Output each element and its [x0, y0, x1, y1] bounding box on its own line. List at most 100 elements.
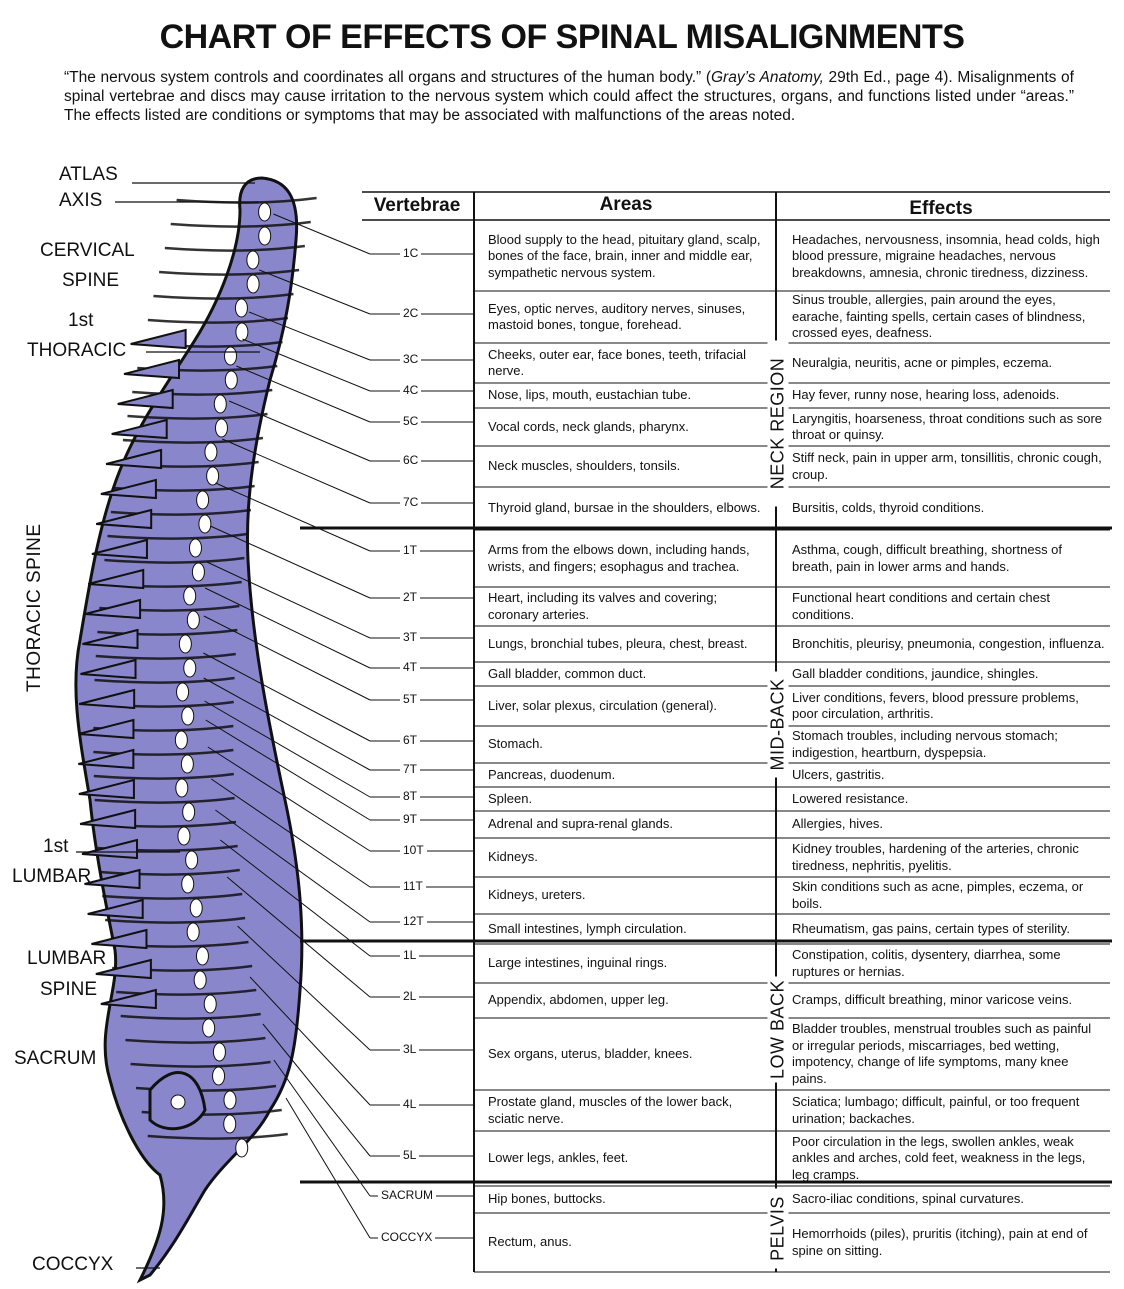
vertebra-disc: [183, 586, 197, 606]
vertebra-label: 12T: [400, 914, 427, 928]
effect-cell: Poor circulation in the legs, swollen an…: [792, 1133, 1086, 1182]
leader-line: [273, 1059, 371, 1197]
vertebra-label: 3L: [400, 1042, 420, 1056]
area-cell: Arms from the elbows down, including han…: [488, 542, 750, 574]
region-low-back: LOW BACK: [767, 976, 789, 1083]
effect-cell: Neuralgia, neuritis, acne or pimples, ec…: [792, 354, 1053, 370]
vertebra-disc: [223, 1090, 237, 1110]
vertebra-disc: [258, 226, 272, 246]
leader-line: [237, 925, 371, 1051]
vertebra-band: [110, 508, 252, 516]
vertebra-band: [120, 1012, 261, 1020]
leader-line: [226, 876, 371, 998]
vertebra-disc: [182, 802, 196, 822]
area-cell: Cheeks, outer ear, face bones, teeth, tr…: [488, 346, 746, 379]
vertebra-disc: [246, 250, 260, 270]
leader-line: [204, 587, 371, 669]
vertebra-label: 2C: [400, 306, 422, 320]
vertebra-label: 5T: [400, 692, 421, 706]
area-cell: Large intestines, inguinal rings.: [488, 955, 668, 970]
vertebra-disc: [198, 514, 212, 534]
vertebra-band: [164, 244, 306, 252]
header-areas: Areas: [599, 194, 653, 215]
spinous-process: [81, 838, 139, 860]
vertebra-label: 4C: [400, 383, 422, 397]
effect-cell: Kidney troubles, hardening of the arteri…: [792, 841, 1079, 873]
chart-title: CHART OF EFFECTS OF SPINAL MISALIGNMENTS: [159, 18, 965, 56]
leader-line: [228, 400, 371, 462]
vertebra-label: 2L: [400, 989, 420, 1003]
area-cell: Adrenal and supra-renal glands.: [488, 816, 674, 831]
label-sacrum: SACRUM: [14, 1048, 97, 1069]
vertebra-band: [105, 916, 246, 924]
leader-line: [248, 311, 371, 361]
label-1st-thoracic-num: 1st: [68, 310, 94, 331]
vertebra-disc: [258, 202, 272, 222]
leader-line: [210, 525, 371, 599]
spine-drawing: [74, 176, 317, 1284]
region-pelvis: PELVIS: [767, 1188, 789, 1269]
vertebra-disc: [235, 322, 249, 342]
effect-cell: Bladder troubles, menstrual troubles suc…: [792, 1021, 1092, 1086]
vertebra-band: [147, 1132, 288, 1140]
vertebra-disc: [180, 754, 194, 774]
spinous-process: [123, 358, 181, 380]
vertebra-label: 9T: [400, 812, 421, 826]
label-1st-thoracic: THORACIC: [27, 340, 127, 361]
vertebra-label: 1L: [400, 948, 420, 962]
vertebra-band: [94, 676, 235, 684]
area-cell: Spleen.: [488, 790, 533, 806]
table-grid: [300, 191, 1112, 1273]
spinous-process: [111, 418, 168, 440]
area-cell: Hip bones, buttocks.: [488, 1191, 606, 1206]
vertebra-disc: [176, 682, 190, 702]
area-cell: Kidneys.: [488, 849, 538, 864]
area-cell: Nose, lips, mouth, eustachian tube.: [488, 387, 692, 402]
spinous-process: [82, 628, 139, 650]
vertebra-label: 11T: [400, 879, 426, 893]
leader-line: [207, 746, 371, 852]
vertebra-disc: [185, 850, 199, 870]
vertebra-label: COCCYX: [378, 1230, 436, 1244]
spinous-process: [80, 658, 137, 680]
label-1st-lumbar: LUMBAR: [12, 866, 92, 887]
region-neck: NECK REGION: [767, 340, 789, 507]
vertebra-disc: [175, 778, 189, 798]
effect-cell: Bronchitis, pleurisy, pneumonia, congest…: [792, 635, 1105, 651]
vertebra-disc: [204, 442, 218, 462]
vertebra-band: [127, 412, 268, 420]
vertebra-label: 3T: [400, 630, 421, 644]
label-thoracic-spine: THORACIC SPINE: [24, 523, 45, 692]
label-axis: AXIS: [59, 190, 103, 211]
leader-line: [259, 269, 371, 315]
vertebra-label: 10T: [400, 843, 427, 857]
vertebra-label: 3C: [400, 352, 422, 366]
leader-line: [219, 839, 371, 957]
vertebra-disc: [195, 946, 209, 966]
nerve-leader-lines: [76, 182, 474, 1269]
header-effects: Effects: [909, 198, 973, 219]
spinous-process: [87, 568, 145, 590]
label-coccyx: COCCYX: [32, 1254, 114, 1275]
effect-cell: Headaches, nervousness, insomnia, head c…: [792, 231, 1100, 280]
leader-line: [206, 561, 371, 639]
intro-paragraph: “The nervous system controls and coordin…: [64, 68, 1074, 125]
area-cell: Rectum, anus.: [488, 1234, 572, 1249]
area-cell: Appendix, abdomen, upper leg.: [488, 992, 669, 1007]
vertebra-band: [93, 748, 234, 756]
vertebra-disc: [186, 610, 200, 630]
vertebra-disc: [191, 562, 205, 582]
vertebra-disc: [202, 1018, 216, 1038]
area-cell: Small intestines, lymph circulation.: [488, 920, 687, 936]
area-cell: Liver, solar plexus, circulation (genera…: [488, 697, 718, 713]
label-cervical: CERVICAL: [40, 240, 135, 261]
leader-line: [205, 719, 371, 821]
spinous-process: [84, 868, 141, 890]
vertebra-disc: [212, 1042, 226, 1062]
effect-cell: Functional heart conditions and certain …: [792, 590, 1050, 622]
label-lumbar-spine: SPINE: [40, 979, 98, 1000]
area-cell: Sex organs, uterus, bladder, knees.: [488, 1045, 693, 1061]
vertebra-band: [132, 388, 273, 396]
spinous-process: [91, 928, 148, 950]
